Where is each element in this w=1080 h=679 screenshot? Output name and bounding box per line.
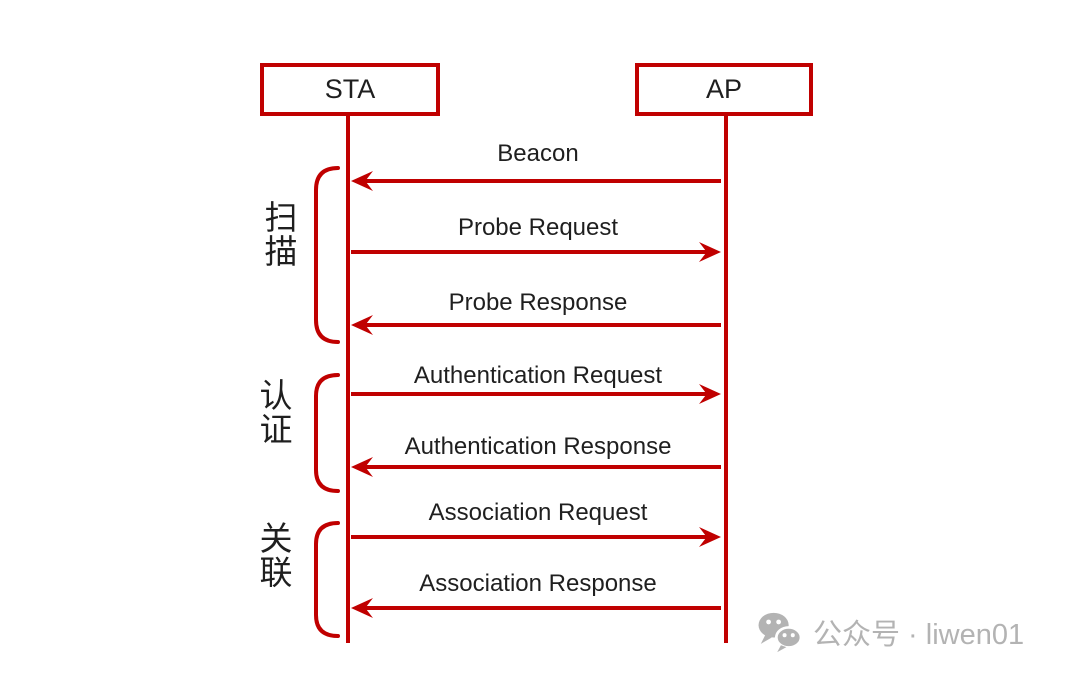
- watermark: 公众号 · liwen01: [756, 611, 1024, 653]
- message-label-authentication-request: Authentication Request: [413, 362, 663, 389]
- actor-label-sta: STA: [324, 74, 376, 104]
- message-arrow-association-response: [351, 598, 721, 618]
- message-arrow-beacon: [351, 171, 721, 191]
- actor-label-ap: AP: [705, 74, 743, 104]
- arrow-shaft: [351, 535, 708, 539]
- group-label-assoc: 关联: [259, 520, 293, 592]
- arrow-shaft: [364, 179, 721, 183]
- arrow-shaft: [351, 250, 708, 254]
- arrow-shaft: [364, 323, 721, 327]
- message-label-probe-response: Probe Response: [448, 289, 628, 316]
- message-arrow-authentication-request: [351, 384, 721, 404]
- auth-bracket: [314, 373, 340, 493]
- message-arrow-probe-response: [351, 315, 721, 335]
- message-label-association-response: Association Response: [419, 570, 657, 597]
- actor-box-ap: AP: [635, 63, 813, 116]
- message-arrow-probe-request: [351, 242, 721, 262]
- group-label-scan: 扫描: [264, 199, 298, 271]
- wechat-icon: [758, 612, 803, 653]
- message-label-association-request: Association Request: [428, 499, 648, 526]
- message-label-authentication-response: Authentication Response: [404, 433, 672, 460]
- assoc-bracket: [314, 521, 340, 638]
- message-arrow-authentication-response: [351, 457, 721, 477]
- watermark-text: 公众号 · liwen01: [813, 619, 1025, 651]
- sta-lifeline: [346, 116, 350, 643]
- message-arrow-association-request: [351, 527, 721, 547]
- message-label-probe-request: Probe Request: [457, 214, 619, 241]
- ap-lifeline: [724, 116, 728, 643]
- group-label-auth: 认证: [259, 377, 293, 449]
- arrow-shaft: [351, 392, 708, 396]
- arrow-shaft: [364, 465, 721, 469]
- actor-box-sta: STA: [260, 63, 440, 116]
- arrow-shaft: [364, 606, 721, 610]
- scan-bracket: [314, 166, 340, 344]
- message-label-beacon: Beacon: [497, 140, 579, 167]
